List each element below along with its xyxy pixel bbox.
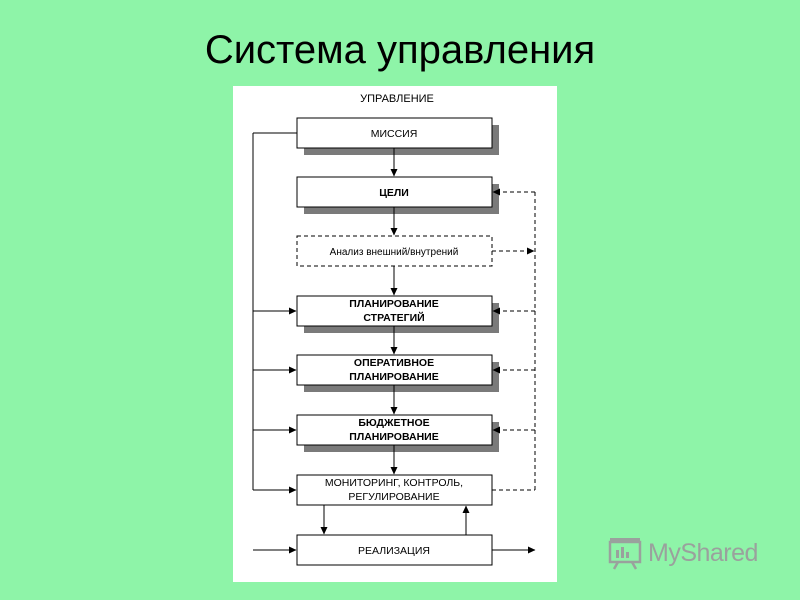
flowchart: УПРАВЛЕНИЕ МИССИЯ ЦЕЛИ Анализ внешний/вн… xyxy=(252,93,536,566)
slide-title: Система управления xyxy=(204,28,596,72)
implementation-label: РЕАЛИЗАЦИЯ xyxy=(358,545,430,557)
strategic-planning-box xyxy=(296,295,493,327)
strategic-planning-label-2: СТРАТЕГИЙ xyxy=(363,311,424,324)
presentation-board-icon xyxy=(608,538,642,570)
monitoring-label-1: МОНИТОРИНГ, КОНТРОЛЬ, xyxy=(325,477,463,489)
strategic-planning-label-1: ПЛАНИРОВАНИЕ xyxy=(349,298,438,310)
operational-planning-label-2: ПЛАНИРОВАНИЕ xyxy=(349,371,438,383)
analysis-label: Анализ внешний/внутрений xyxy=(330,247,459,258)
goals-label: ЦЕЛИ xyxy=(379,187,409,199)
monitoring-label-2: РЕГУЛИРОВАНИЕ xyxy=(348,491,439,503)
mission-label: МИССИЯ xyxy=(371,128,418,140)
budget-planning-label-1: БЮДЖЕТНОЕ xyxy=(358,417,429,429)
right-feedback-lines xyxy=(492,188,536,491)
budget-planning-box xyxy=(296,414,493,446)
left-feedback-lines xyxy=(252,132,297,494)
diagram-heading: УПРАВЛЕНИЕ xyxy=(360,93,434,105)
operational-planning-box xyxy=(296,354,493,386)
operational-planning-label-1: ОПЕРАТИВНОЕ xyxy=(354,357,434,369)
monitoring-box xyxy=(296,474,493,506)
myshared-watermark: MyShared xyxy=(608,536,758,570)
implementation-box xyxy=(296,534,493,566)
box-shadows xyxy=(304,125,499,452)
budget-planning-label-2: ПЛАНИРОВАНИЕ xyxy=(349,431,438,443)
goals-box xyxy=(296,176,493,208)
watermark-text: MyShared xyxy=(648,538,758,567)
monitoring-implementation-arrows xyxy=(253,505,536,554)
diagram-panel: УПРАВЛЕНИЕ МИССИЯ ЦЕЛИ Анализ внешний/вн… xyxy=(233,86,557,582)
analysis-box xyxy=(296,235,493,267)
